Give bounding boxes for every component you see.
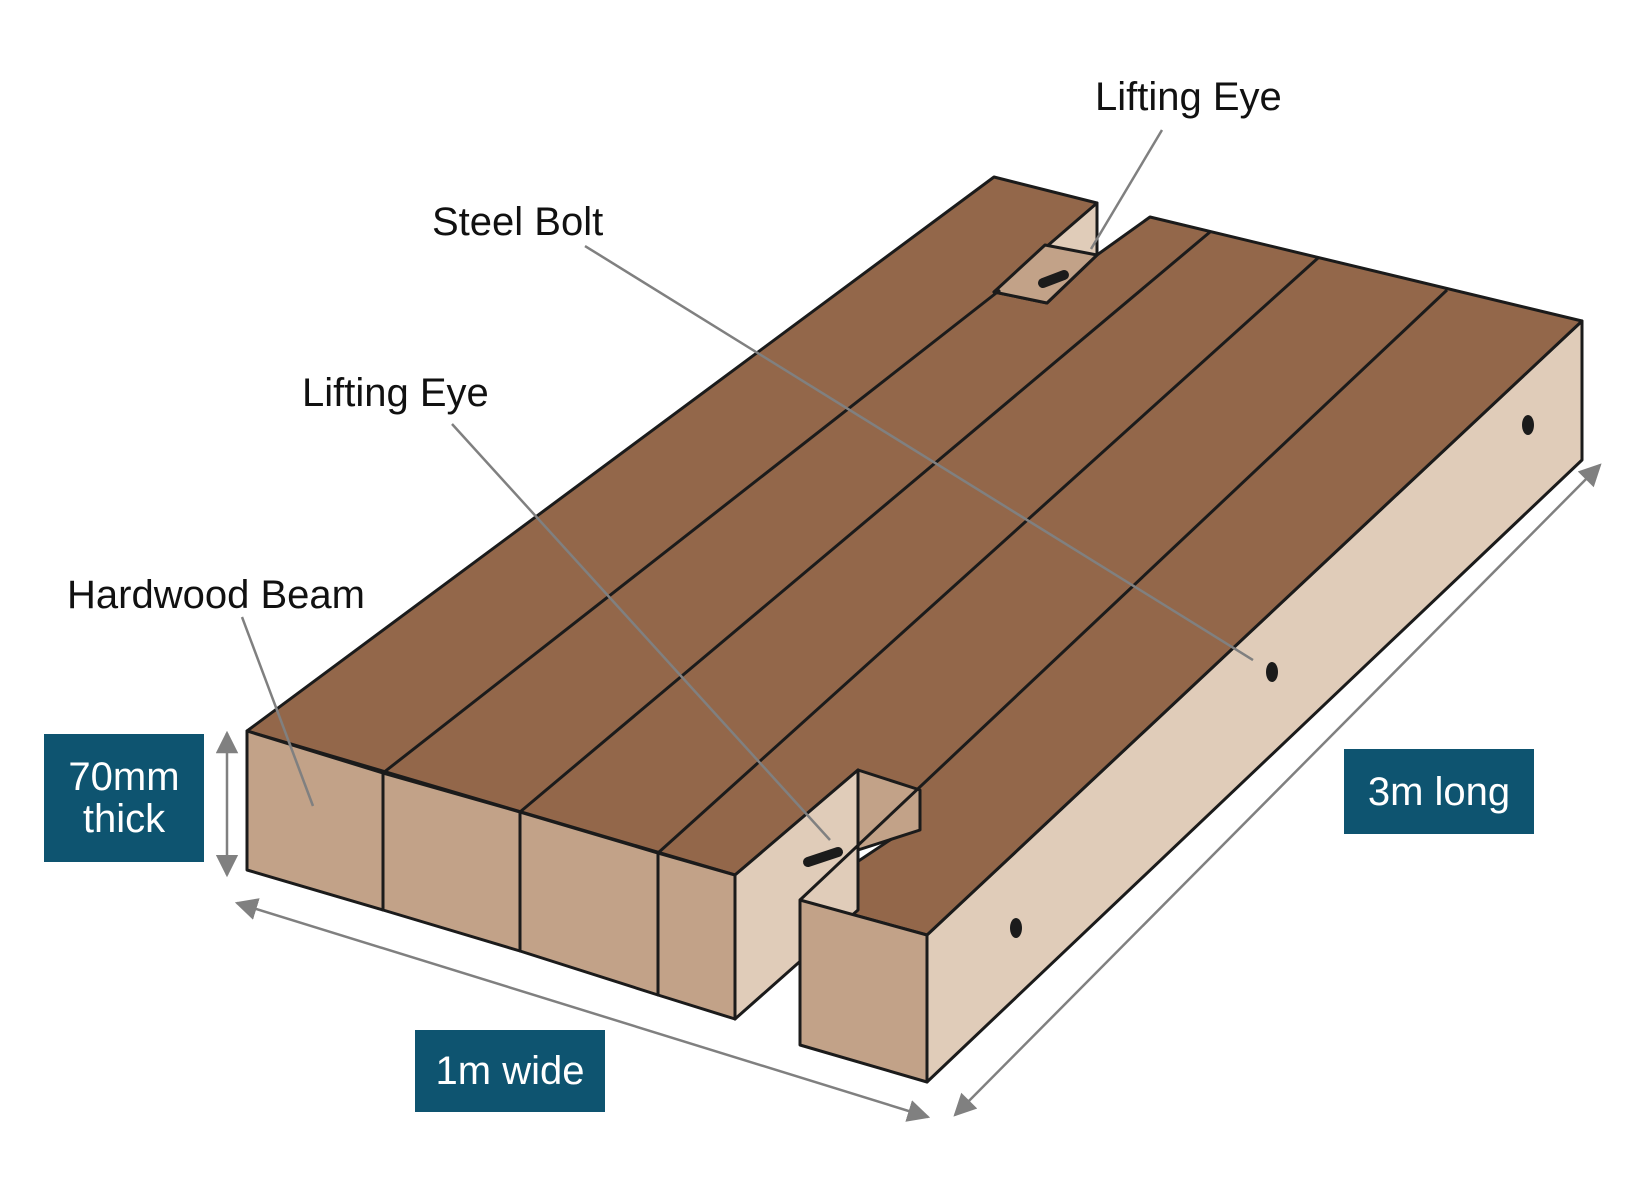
plank-line-2 [519,230,1211,814]
steel-bolt-bottom-icon [803,847,843,867]
bolt-hole-1 [1522,415,1534,435]
leader-lifting-eye-mid [451,423,831,841]
label-lifting-eye-top: Lifting Eye [1095,75,1282,119]
dim-width-box: 1m wide [415,1030,605,1112]
plank-line-1 [382,288,1001,775]
dim-length-box: 3m long [1344,749,1534,834]
leader-lifting-eye-top [1089,129,1164,250]
bolt-hole-3 [1010,918,1022,938]
label-lifting-eye-mid: Lifting Eye [302,371,489,415]
label-hardwood-beam: Hardwood Beam [67,573,365,617]
label-steel-bolt: Steel Bolt [432,200,604,244]
top-notch-floor [992,243,1099,305]
steel-bolt-top-icon [1038,270,1069,288]
width-arrow [234,898,931,1122]
leader-hardwood-beam [240,616,315,807]
beam-front-4 [656,851,737,1021]
dim-thickness-label: 70mm thick [68,755,180,841]
length-arrow [953,463,1602,1117]
bolt-hole-2 [1266,662,1278,682]
dim-length-label: 3m long [1367,769,1511,814]
dim-thickness-box: 70mm thick [44,734,204,862]
dim-width-label: 1m wide [435,1049,585,1093]
